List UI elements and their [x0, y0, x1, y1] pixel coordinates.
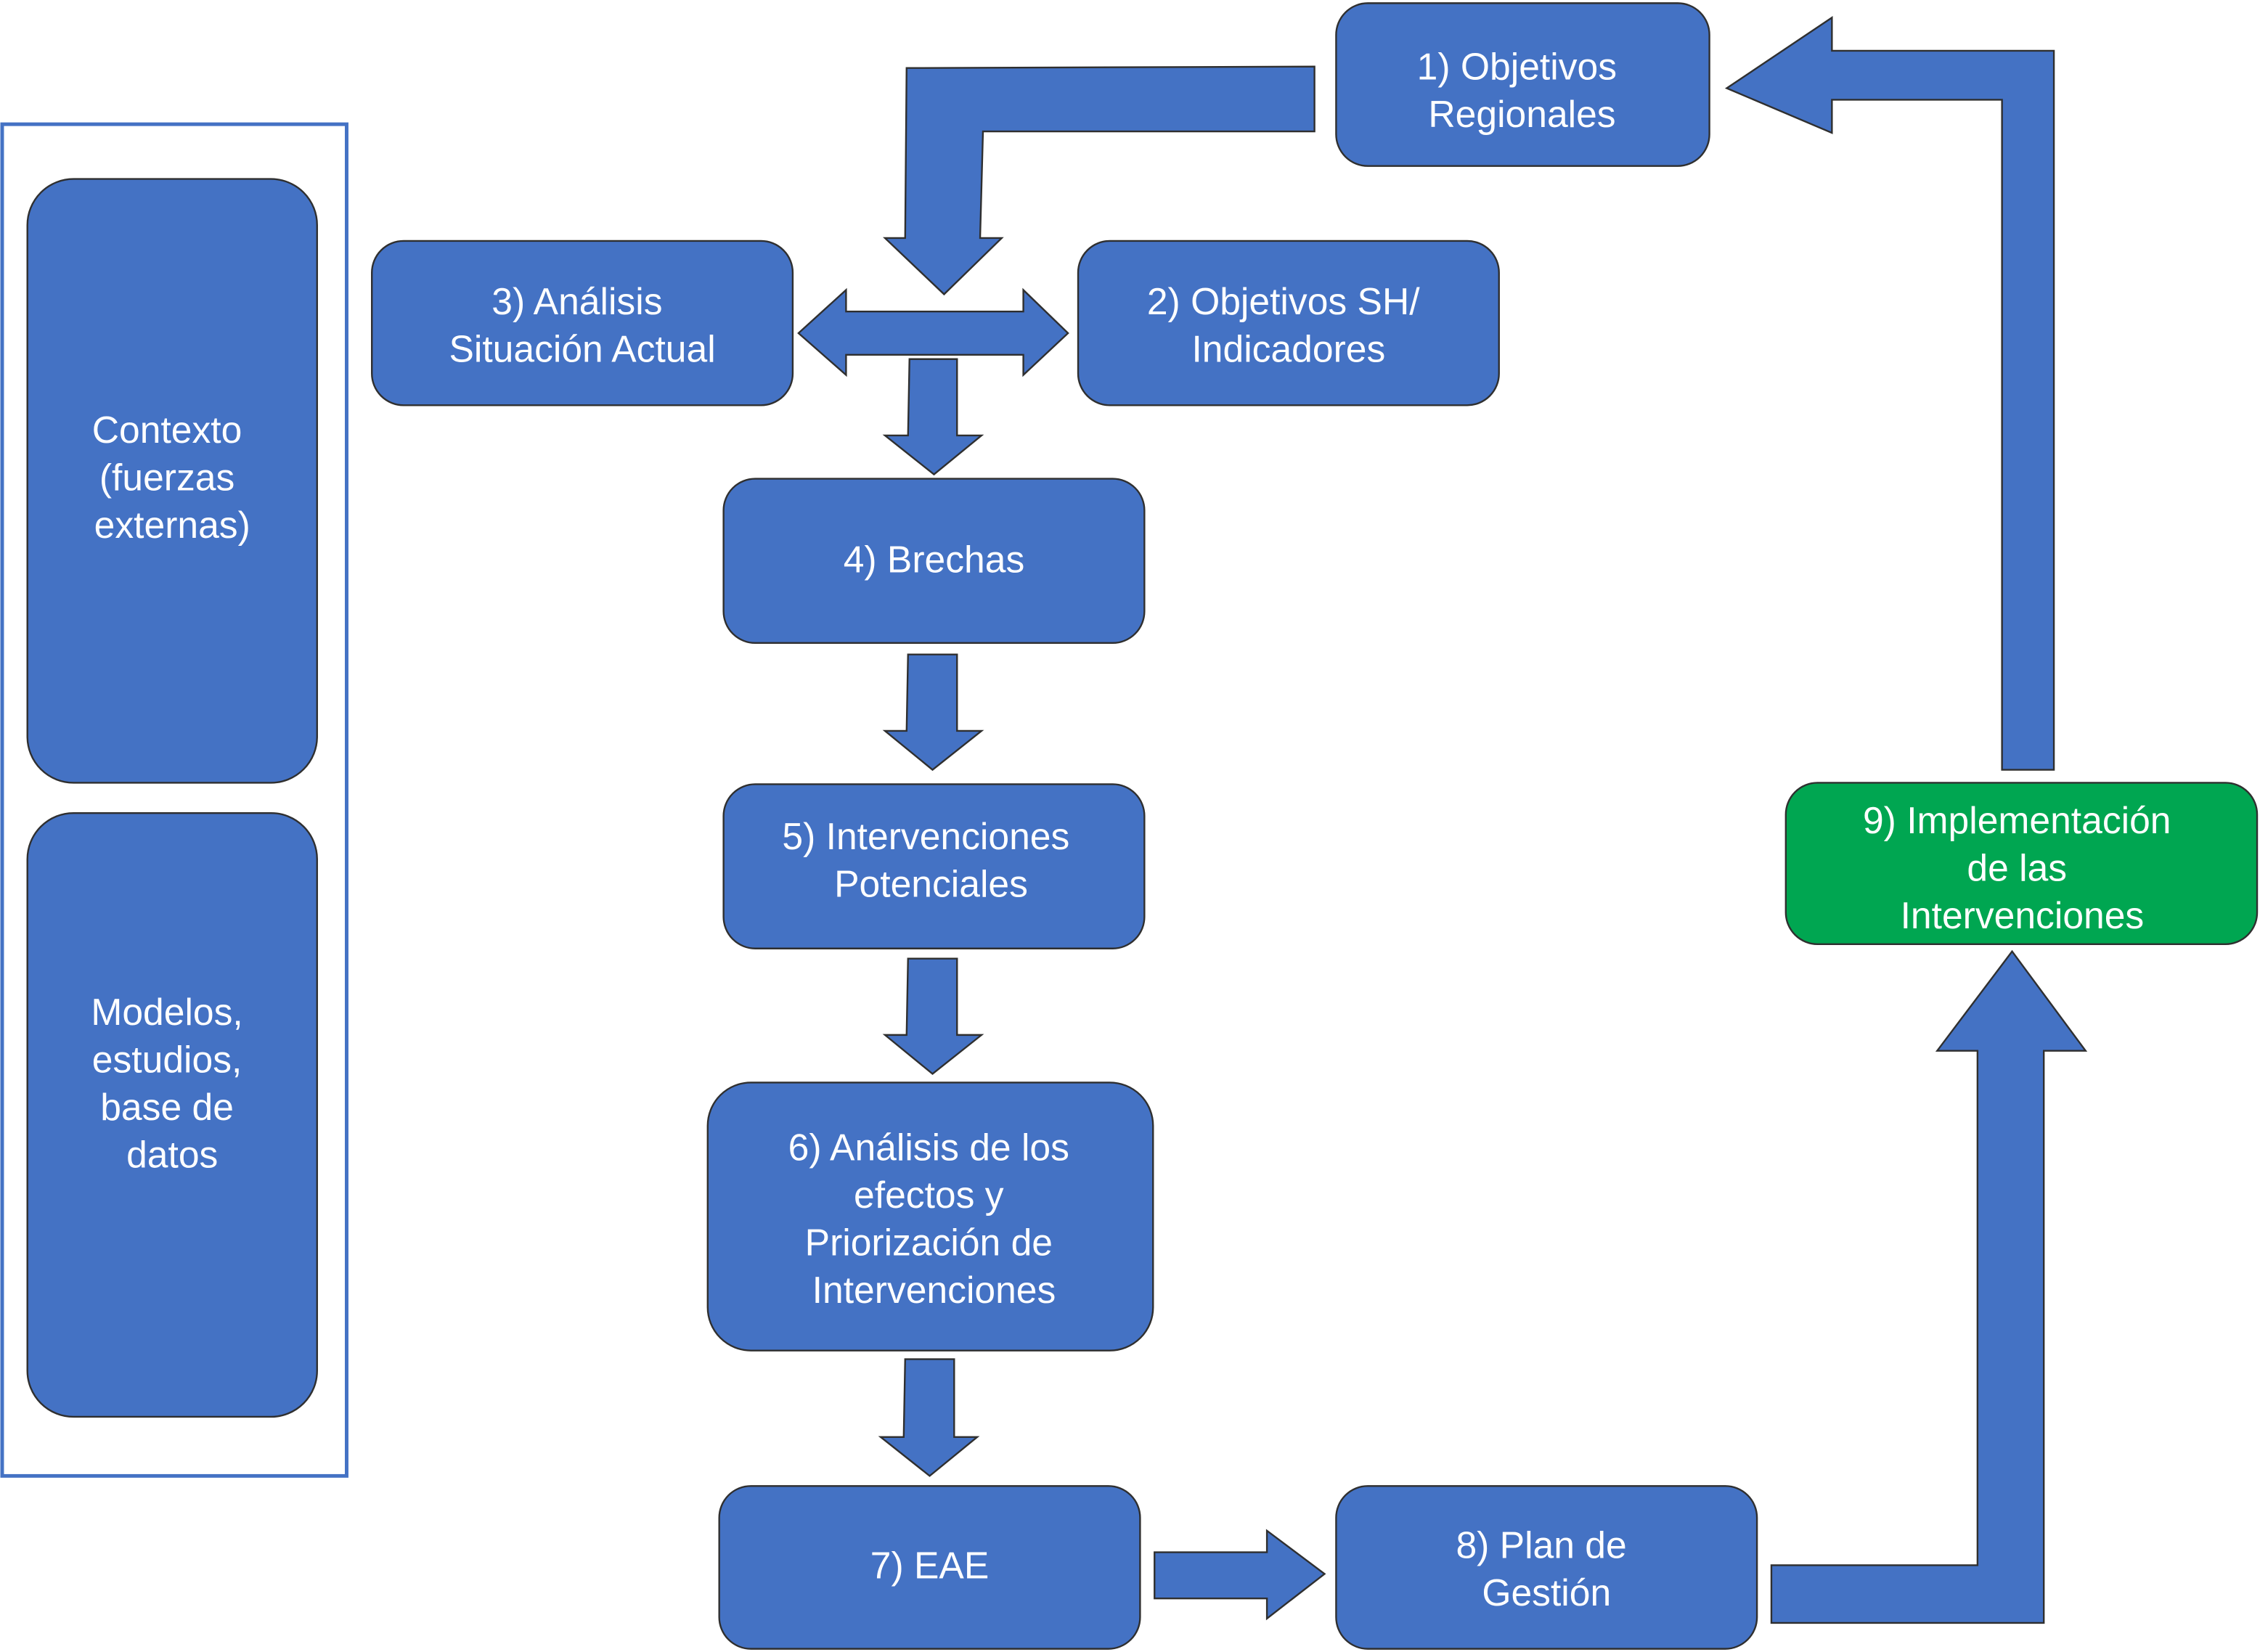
context-box: Contexto (fuerzas externas)	[26, 178, 318, 784]
arrow-step7-to-step8	[1154, 1529, 1326, 1621]
arrow-step3-step2-bidirectional	[797, 287, 1069, 377]
step-9-implementacion: 9) Implementación de las Intervenciones	[1784, 782, 2259, 945]
step-2-objetivos-sh: 2) Objetivos SH/ Indicadores	[1077, 240, 1500, 406]
arrow-step5-to-step6	[882, 957, 984, 1076]
step-9-label: 9) Implementación de las Intervenciones	[1863, 799, 2182, 936]
step-7-label: 7) EAE	[870, 1544, 990, 1586]
step-5-label: 5) Intervenciones Potenciales	[782, 815, 1080, 905]
arrow-step9-to-step1	[1724, 15, 2055, 771]
step-8-label: 8) Plan de Gestión	[1456, 1524, 1637, 1614]
step-6-label: 6) Análisis de los efectos y Priorizació…	[788, 1126, 1080, 1312]
step-4-brechas: 4) Brechas	[722, 478, 1146, 645]
step-3-label: 3) Análisis Situación Actual	[449, 280, 715, 370]
step-1-label: 1) Objetivos Regionales	[1417, 46, 1628, 136]
step-4-label: 4) Brechas	[844, 539, 1025, 581]
context-box-label: Contexto (fuerzas externas)	[92, 409, 253, 546]
arrow-step8-to-step9	[1770, 949, 2088, 1624]
arrow-step4-to-step5	[882, 653, 984, 772]
sidebar-frame	[0, 122, 348, 1478]
step-2-label: 2) Objetivos SH/ Indicadores	[1147, 280, 1430, 370]
models-box-label: Modelos, estudios, base de datos	[91, 991, 253, 1176]
step-3-analisis-situacion: 3) Análisis Situación Actual	[371, 240, 794, 406]
arrow-to-step4	[882, 358, 984, 476]
models-box: Modelos, estudios, base de datos	[26, 811, 318, 1418]
arrow-step6-to-step7	[878, 1358, 980, 1477]
arrow-step1-to-junction	[883, 65, 1315, 296]
step-7-eae: 7) EAE	[718, 1485, 1141, 1650]
step-1-objetivos-regionales: 1) Objetivos Regionales	[1335, 2, 1710, 167]
step-6-analisis-efectos: 6) Análisis de los efectos y Priorizació…	[706, 1081, 1154, 1352]
step-8-plan-gestion: 8) Plan de Gestión	[1335, 1485, 1758, 1650]
step-5-intervenciones-potenciales: 5) Intervenciones Potenciales	[722, 783, 1146, 949]
